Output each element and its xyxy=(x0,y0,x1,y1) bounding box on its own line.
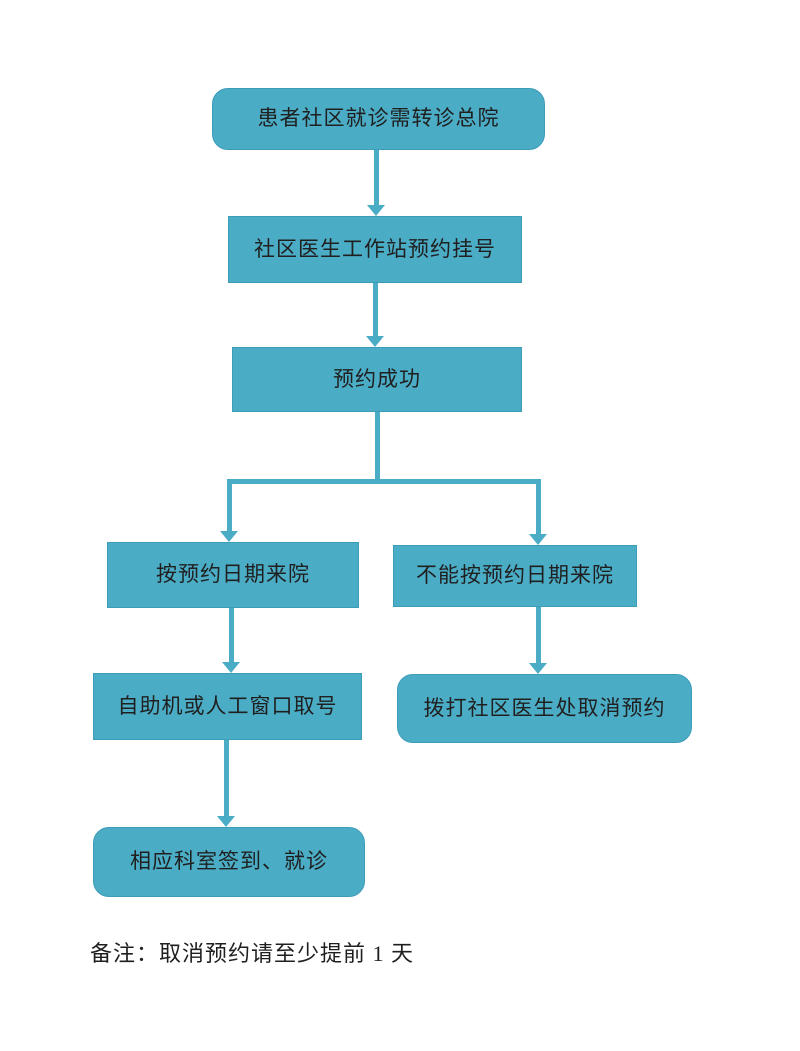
connector-start-to-workstation-line xyxy=(374,150,379,207)
arrow-down-icon xyxy=(220,531,238,542)
node-booking-success: 预约成功 xyxy=(232,347,522,412)
arrow-down-icon xyxy=(529,534,547,545)
node-cannot-arrive-on-date: 不能按预约日期来院 xyxy=(393,545,637,607)
arrow-down-icon xyxy=(217,816,235,827)
footnote: 备注：取消预约请至少提前 1 天 xyxy=(90,941,415,966)
arrow-down-icon xyxy=(366,336,384,347)
branch-horizontal-line xyxy=(227,479,541,484)
node-self-service-or-window: 自助机或人工窗口取号 xyxy=(93,673,362,740)
arrow-down-icon xyxy=(222,662,240,673)
connector-cannot-to-cancel-line xyxy=(536,607,541,664)
node-patient-referral-start: 患者社区就诊需转诊总院 xyxy=(212,88,545,150)
node-workstation-booking: 社区医生工作站预约挂号 xyxy=(228,216,522,283)
arrow-down-icon xyxy=(367,205,385,216)
branch-stem-line xyxy=(375,412,380,481)
node-department-checkin: 相应科室签到、就诊 xyxy=(93,827,365,897)
branch-left-line xyxy=(227,479,232,532)
connector-selfservice-to-checkin-line xyxy=(224,740,229,817)
arrow-down-icon xyxy=(529,663,547,674)
connector-workstation-to-success-line xyxy=(373,283,378,337)
node-call-doctor-cancel: 拨打社区医生处取消预约 xyxy=(397,674,692,743)
connector-arrive-to-selfservice-line xyxy=(229,608,234,663)
node-arrive-on-date: 按预约日期来院 xyxy=(107,542,359,608)
branch-right-line xyxy=(536,479,541,535)
